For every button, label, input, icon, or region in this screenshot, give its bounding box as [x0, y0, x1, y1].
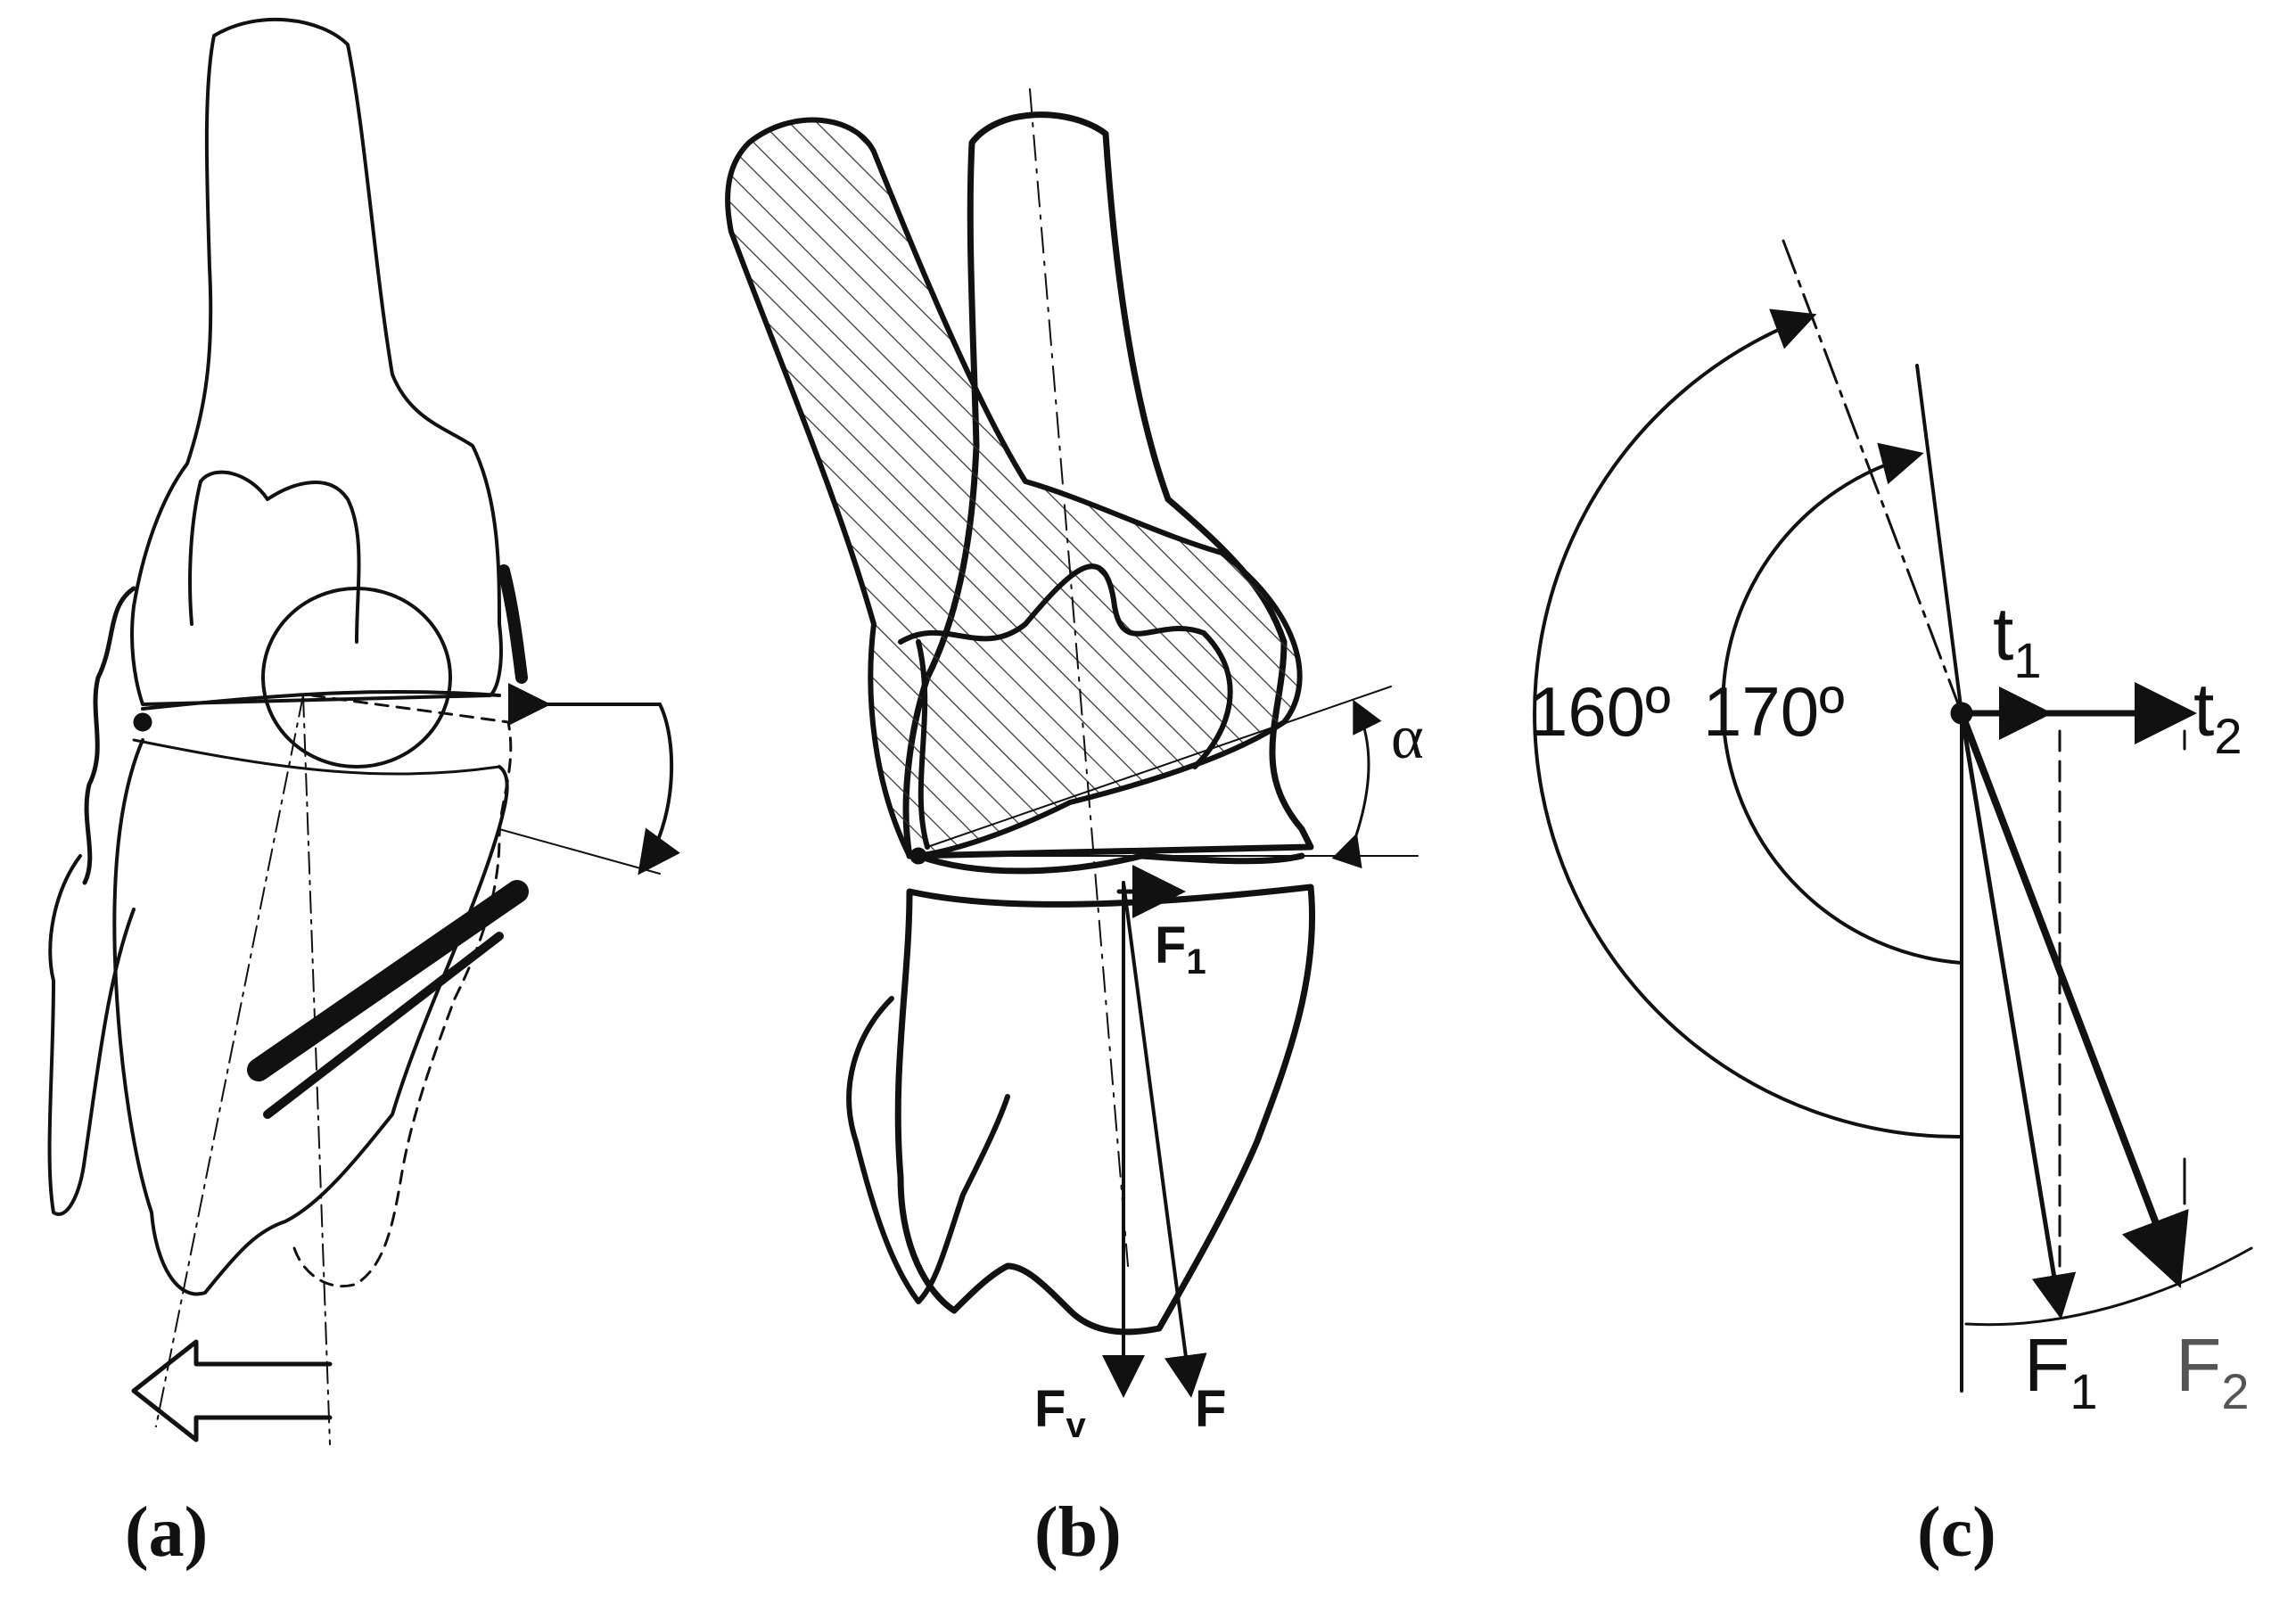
angle-alpha-label: α — [1391, 703, 1424, 772]
angle-170-label: 170º — [1703, 672, 1845, 751]
panel-c-label: (c) — [1917, 1493, 1996, 1572]
panel-b-joint-line — [915, 852, 1305, 875]
force-Fv-label: Fv — [1034, 1380, 1086, 1445]
panel-b-hatched-femur — [725, 117, 1303, 859]
panel-b-force-F — [1122, 881, 1207, 1398]
arc-170 — [1721, 442, 1963, 965]
vector-t1-label: t1 — [1993, 592, 2042, 688]
panel-b-labels: F1 Fv F α — [1034, 703, 1424, 1445]
panel-b-tibia — [894, 884, 1316, 1336]
angle-160-label: 160º — [1529, 672, 1671, 751]
vector-t2-label: t2 — [2193, 668, 2243, 764]
panel-a-notch — [199, 470, 361, 644]
vector-F2-label: F2 — [2176, 1323, 2249, 1419]
arc-160 — [1533, 308, 1963, 1139]
panel-a-label: (a) — [125, 1493, 208, 1572]
panel-b-label: (b) — [1034, 1493, 1122, 1572]
panel-b-fibula — [846, 996, 1010, 1304]
panel-a-translation-arrow — [131, 1339, 333, 1443]
panel-c-drawing — [1533, 239, 2253, 1393]
panel-a-fibula — [47, 854, 136, 1216]
panel-a-joint-line — [141, 689, 501, 711]
panel-a-displaced-tibia — [292, 694, 513, 1288]
panel-a-ligament — [82, 586, 136, 885]
force-F1-label: F1 — [1155, 917, 1206, 982]
panel-a-drawing — [47, 17, 680, 1445]
force-F-label: F — [1195, 1380, 1226, 1438]
panel-c-labels: 160º 170º t1 t2 F1 F2 — [1529, 592, 2249, 1419]
panel-a-femur — [130, 17, 503, 706]
vector-F2 — [1958, 710, 2189, 1288]
vector-F1-label: F1 — [2024, 1323, 2097, 1419]
panel-b-drawing — [725, 88, 1419, 1398]
vector-F1 — [1959, 711, 2077, 1319]
panel-a-patella — [261, 587, 452, 769]
